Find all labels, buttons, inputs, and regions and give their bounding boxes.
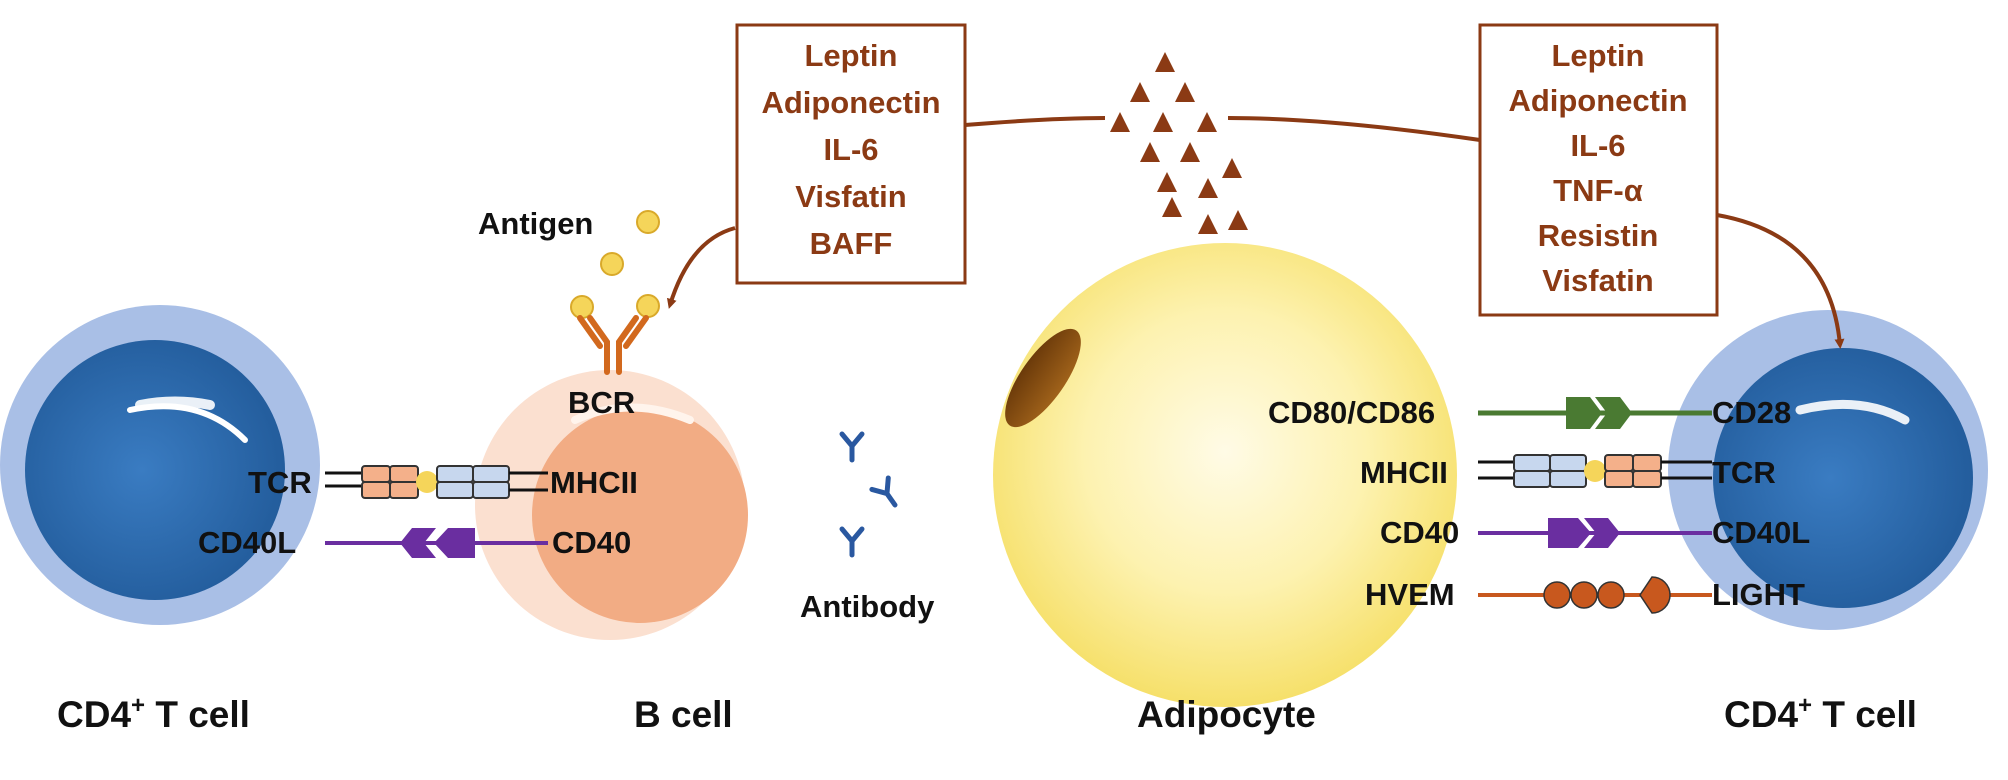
antigen-particles bbox=[570, 210, 660, 319]
left-tcr-mhcii-complex bbox=[325, 465, 548, 499]
antibody-label: Antibody bbox=[800, 589, 935, 624]
cd28-label: CD28 bbox=[1712, 395, 1791, 430]
left-box-line: Visfatin bbox=[795, 179, 906, 214]
hvem-label: HVEM bbox=[1365, 577, 1455, 612]
cd80-cd86-label: CD80/CD86 bbox=[1268, 395, 1435, 430]
secretion-arrows bbox=[666, 116, 1845, 349]
right-cd40-cd40l-complex bbox=[1478, 518, 1712, 548]
adipocyte-caption: Adipocyte bbox=[1137, 694, 1316, 735]
adipocyte-cell bbox=[993, 243, 1457, 707]
antibody-icons bbox=[839, 431, 898, 558]
right-cd40l-label: CD40L bbox=[1712, 515, 1810, 550]
right-t-cell-caption: CD4+ T cell bbox=[1724, 692, 1917, 735]
right-box-line: Visfatin bbox=[1542, 263, 1653, 298]
left-adipokine-box: Leptin Adiponectin IL-6 Visfatin BAFF bbox=[735, 23, 967, 285]
right-box-line: Resistin bbox=[1538, 218, 1659, 253]
b-cell-caption: B cell bbox=[634, 694, 733, 735]
bcr-receptor bbox=[577, 315, 649, 375]
left-cd40l-label: CD40L bbox=[198, 525, 296, 560]
adipokine-triangles bbox=[1110, 52, 1248, 234]
right-t-cell bbox=[1668, 310, 1988, 630]
light-label: LIGHT bbox=[1712, 577, 1805, 612]
left-cd40-label: CD40 bbox=[552, 525, 631, 560]
lipid-droplet bbox=[1005, 328, 1081, 428]
left-box-line: Leptin bbox=[805, 38, 898, 73]
right-hvem-light-complex bbox=[1478, 576, 1712, 614]
right-mhcii-tcr-complex bbox=[1478, 454, 1712, 488]
right-box-line: Leptin bbox=[1552, 38, 1645, 73]
b-cell bbox=[475, 370, 748, 640]
right-tcr-label: TCR bbox=[1712, 455, 1776, 490]
right-box-line: IL-6 bbox=[1570, 128, 1625, 163]
right-box-line: Adiponectin bbox=[1508, 83, 1687, 118]
left-t-cell-caption: CD4+ T cell bbox=[57, 692, 250, 735]
left-box-line: IL-6 bbox=[823, 132, 878, 167]
right-cd80-cd28-complex bbox=[1478, 397, 1712, 429]
right-cd40-label: CD40 bbox=[1380, 515, 1459, 550]
bcr-label: BCR bbox=[568, 385, 635, 420]
right-mhcii-label: MHCII bbox=[1360, 455, 1448, 490]
left-box-line: BAFF bbox=[810, 226, 893, 261]
left-box-line: Adiponectin bbox=[761, 85, 940, 120]
antigen-label: Antigen bbox=[478, 206, 593, 241]
left-mhcii-label: MHCII bbox=[550, 465, 638, 500]
left-cd40l-cd40-complex bbox=[325, 528, 548, 558]
left-t-cell bbox=[0, 305, 320, 625]
right-box-line: TNF-α bbox=[1553, 173, 1643, 208]
left-tcr-label: TCR bbox=[248, 465, 312, 500]
right-adipokine-box: Leptin Adiponectin IL-6 TNF-α Resistin V… bbox=[1478, 23, 1719, 317]
